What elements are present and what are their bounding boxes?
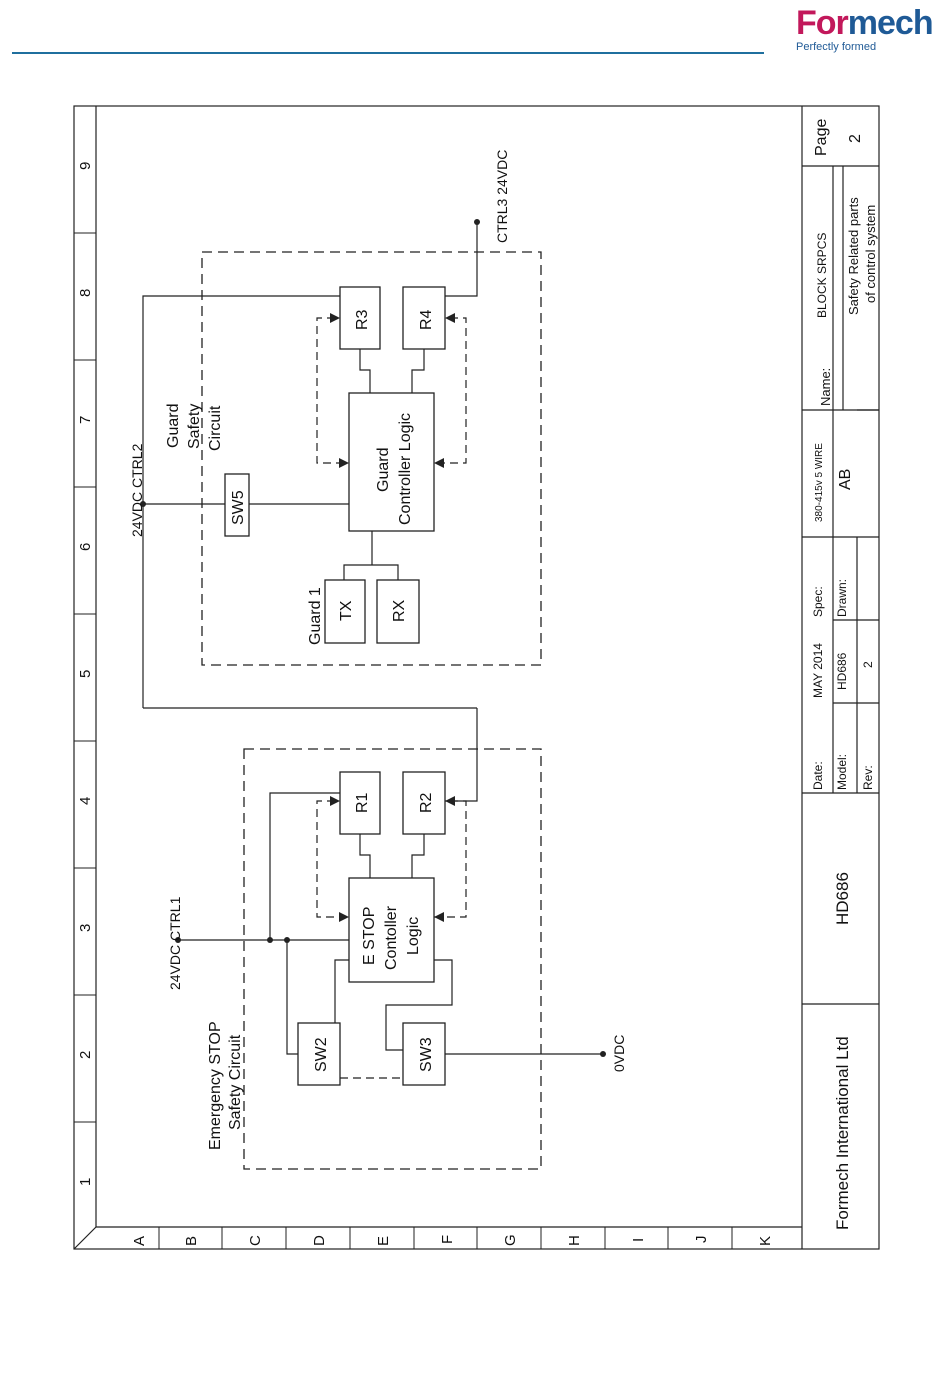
guard-controller-logic-box xyxy=(348,392,435,532)
row-label-e: E xyxy=(375,1236,392,1246)
row-label-c: C xyxy=(247,1235,264,1246)
guard-rx-label: RX xyxy=(391,599,408,622)
page-number: 2 xyxy=(847,134,864,143)
row-label-j: J xyxy=(693,1236,710,1244)
net-0vdc: 0VDC xyxy=(611,1035,627,1072)
spec-value: 380-415v 5 WIRE xyxy=(814,443,825,522)
drawing-name: BLOCK SRPCS xyxy=(815,233,829,318)
relay-r2-box xyxy=(402,771,446,835)
estop-logic-line3: Logic xyxy=(405,917,422,955)
row-label-i: I xyxy=(630,1238,647,1242)
relay-r2-label: R2 xyxy=(418,792,435,813)
guard-arrowheads xyxy=(330,313,455,468)
guard-title-line1: Guard xyxy=(165,404,182,448)
estop-arrowheads xyxy=(330,796,455,922)
drawing-model-title: HD686 xyxy=(833,872,852,925)
date-label: Date: xyxy=(811,761,825,790)
guard-junctions xyxy=(140,219,480,507)
column-label-8: 8 xyxy=(77,289,94,297)
switch-sw2-box xyxy=(297,1022,341,1086)
relay-r3-label: R3 xyxy=(354,309,371,330)
column-label-7: 7 xyxy=(77,416,94,424)
model-value: HD686 xyxy=(835,652,849,690)
drawn-label: Drawn: xyxy=(835,579,849,617)
column-label-2: 2 xyxy=(77,1051,94,1059)
estop-controller-logic-box xyxy=(348,877,435,983)
net-24vdc-ctrl1: 24VDC CTRL1 xyxy=(167,896,183,990)
guard-boundary xyxy=(201,251,542,666)
row-label-d: D xyxy=(311,1235,328,1246)
row-label-f: F xyxy=(439,1235,456,1244)
logo-word-b: mech xyxy=(847,4,934,42)
column-label-5: 5 xyxy=(77,670,94,678)
row-label-b: B xyxy=(183,1236,200,1246)
estop-wiring xyxy=(178,708,603,1079)
estop-junctions xyxy=(175,937,606,1057)
switch-sw5-label: SW5 xyxy=(230,490,247,525)
column-ticks xyxy=(74,232,96,1123)
relay-r1-label: R1 xyxy=(354,792,371,813)
guard-rx-box xyxy=(376,579,420,644)
estop-title-line2: Safety Circuit xyxy=(227,1034,244,1130)
guard-wiring xyxy=(142,222,478,709)
net-ctrl3-24vdc: CTRL3 24VDC xyxy=(494,150,510,243)
logo-word-a: For xyxy=(796,4,849,42)
row-label-a: A xyxy=(131,1236,148,1246)
drawing-description-line2: of control system xyxy=(863,205,878,303)
switch-sw3-label: SW3 xyxy=(418,1037,435,1072)
header-rule xyxy=(12,52,764,54)
column-label-3: 3 xyxy=(77,924,94,932)
name-label: Name: xyxy=(818,368,833,406)
model-label: Model: xyxy=(835,754,849,790)
rev-value: 2 xyxy=(861,661,875,668)
relay-r1-box xyxy=(339,771,381,835)
drawn-value: AB xyxy=(837,469,854,490)
rev-label: Rev: xyxy=(861,765,875,790)
page-label: Page xyxy=(813,119,830,156)
row-label-h: H xyxy=(566,1235,583,1246)
switch-sw2-label: SW2 xyxy=(313,1037,330,1072)
guard-tx-box xyxy=(324,579,366,644)
estop-logic-line1: E STOP xyxy=(361,907,378,965)
guard1-label: Guard 1 xyxy=(307,587,324,645)
spec-label: Spec: xyxy=(811,586,825,617)
drawing-description-line1: Safety Related parts xyxy=(846,197,861,315)
guard-title-line3: Circuit xyxy=(207,405,224,451)
switch-sw5-box xyxy=(224,473,250,537)
net-24vdc-ctrl2: 24VDC CTRL2 xyxy=(129,443,145,537)
logo-tagline: Perfectly formed xyxy=(796,41,877,53)
guard-tx-label: TX xyxy=(338,600,355,621)
guard-logic-line1: Guard xyxy=(375,448,392,492)
estop-boundary xyxy=(243,748,542,1170)
date-value: MAY 2014 xyxy=(811,643,825,698)
corner-diagonal xyxy=(73,1226,97,1250)
row-label-k: K xyxy=(757,1236,774,1246)
company-name: Formech International Ltd xyxy=(833,1036,852,1230)
guard-logic-line2: Controller Logic xyxy=(397,413,414,525)
title-block-grid xyxy=(802,165,879,1005)
guard-title-line2: Safety xyxy=(186,404,203,449)
row-ticks xyxy=(158,1227,733,1249)
column-label-9: 9 xyxy=(77,162,94,170)
column-label-4: 4 xyxy=(77,797,94,805)
column-label-1: 1 xyxy=(77,1178,94,1186)
estop-logic-line2: Contoller xyxy=(383,905,400,970)
relay-r4-box xyxy=(402,286,446,350)
column-label-6: 6 xyxy=(77,543,94,551)
relay-r4-label: R4 xyxy=(418,309,435,330)
row-label-g: G xyxy=(502,1234,519,1246)
estop-title-line1: Emergency STOP xyxy=(207,1021,224,1150)
formech-logo: Formech Perfectly formed xyxy=(796,6,946,56)
